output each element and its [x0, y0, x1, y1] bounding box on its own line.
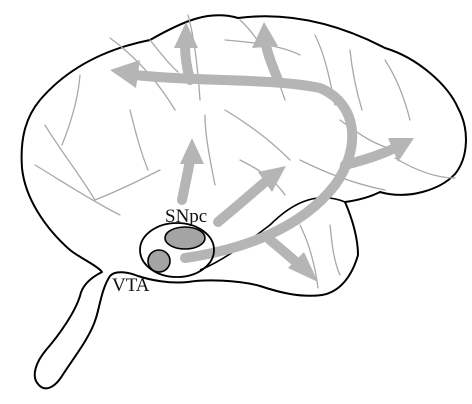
vta-nucleus: [148, 250, 170, 272]
snpc-nucleus: [165, 227, 205, 249]
vta-label: VTA: [112, 275, 150, 296]
snpc-label: SNpc: [165, 206, 207, 227]
pathway-branch-up-mid: [185, 45, 190, 80]
